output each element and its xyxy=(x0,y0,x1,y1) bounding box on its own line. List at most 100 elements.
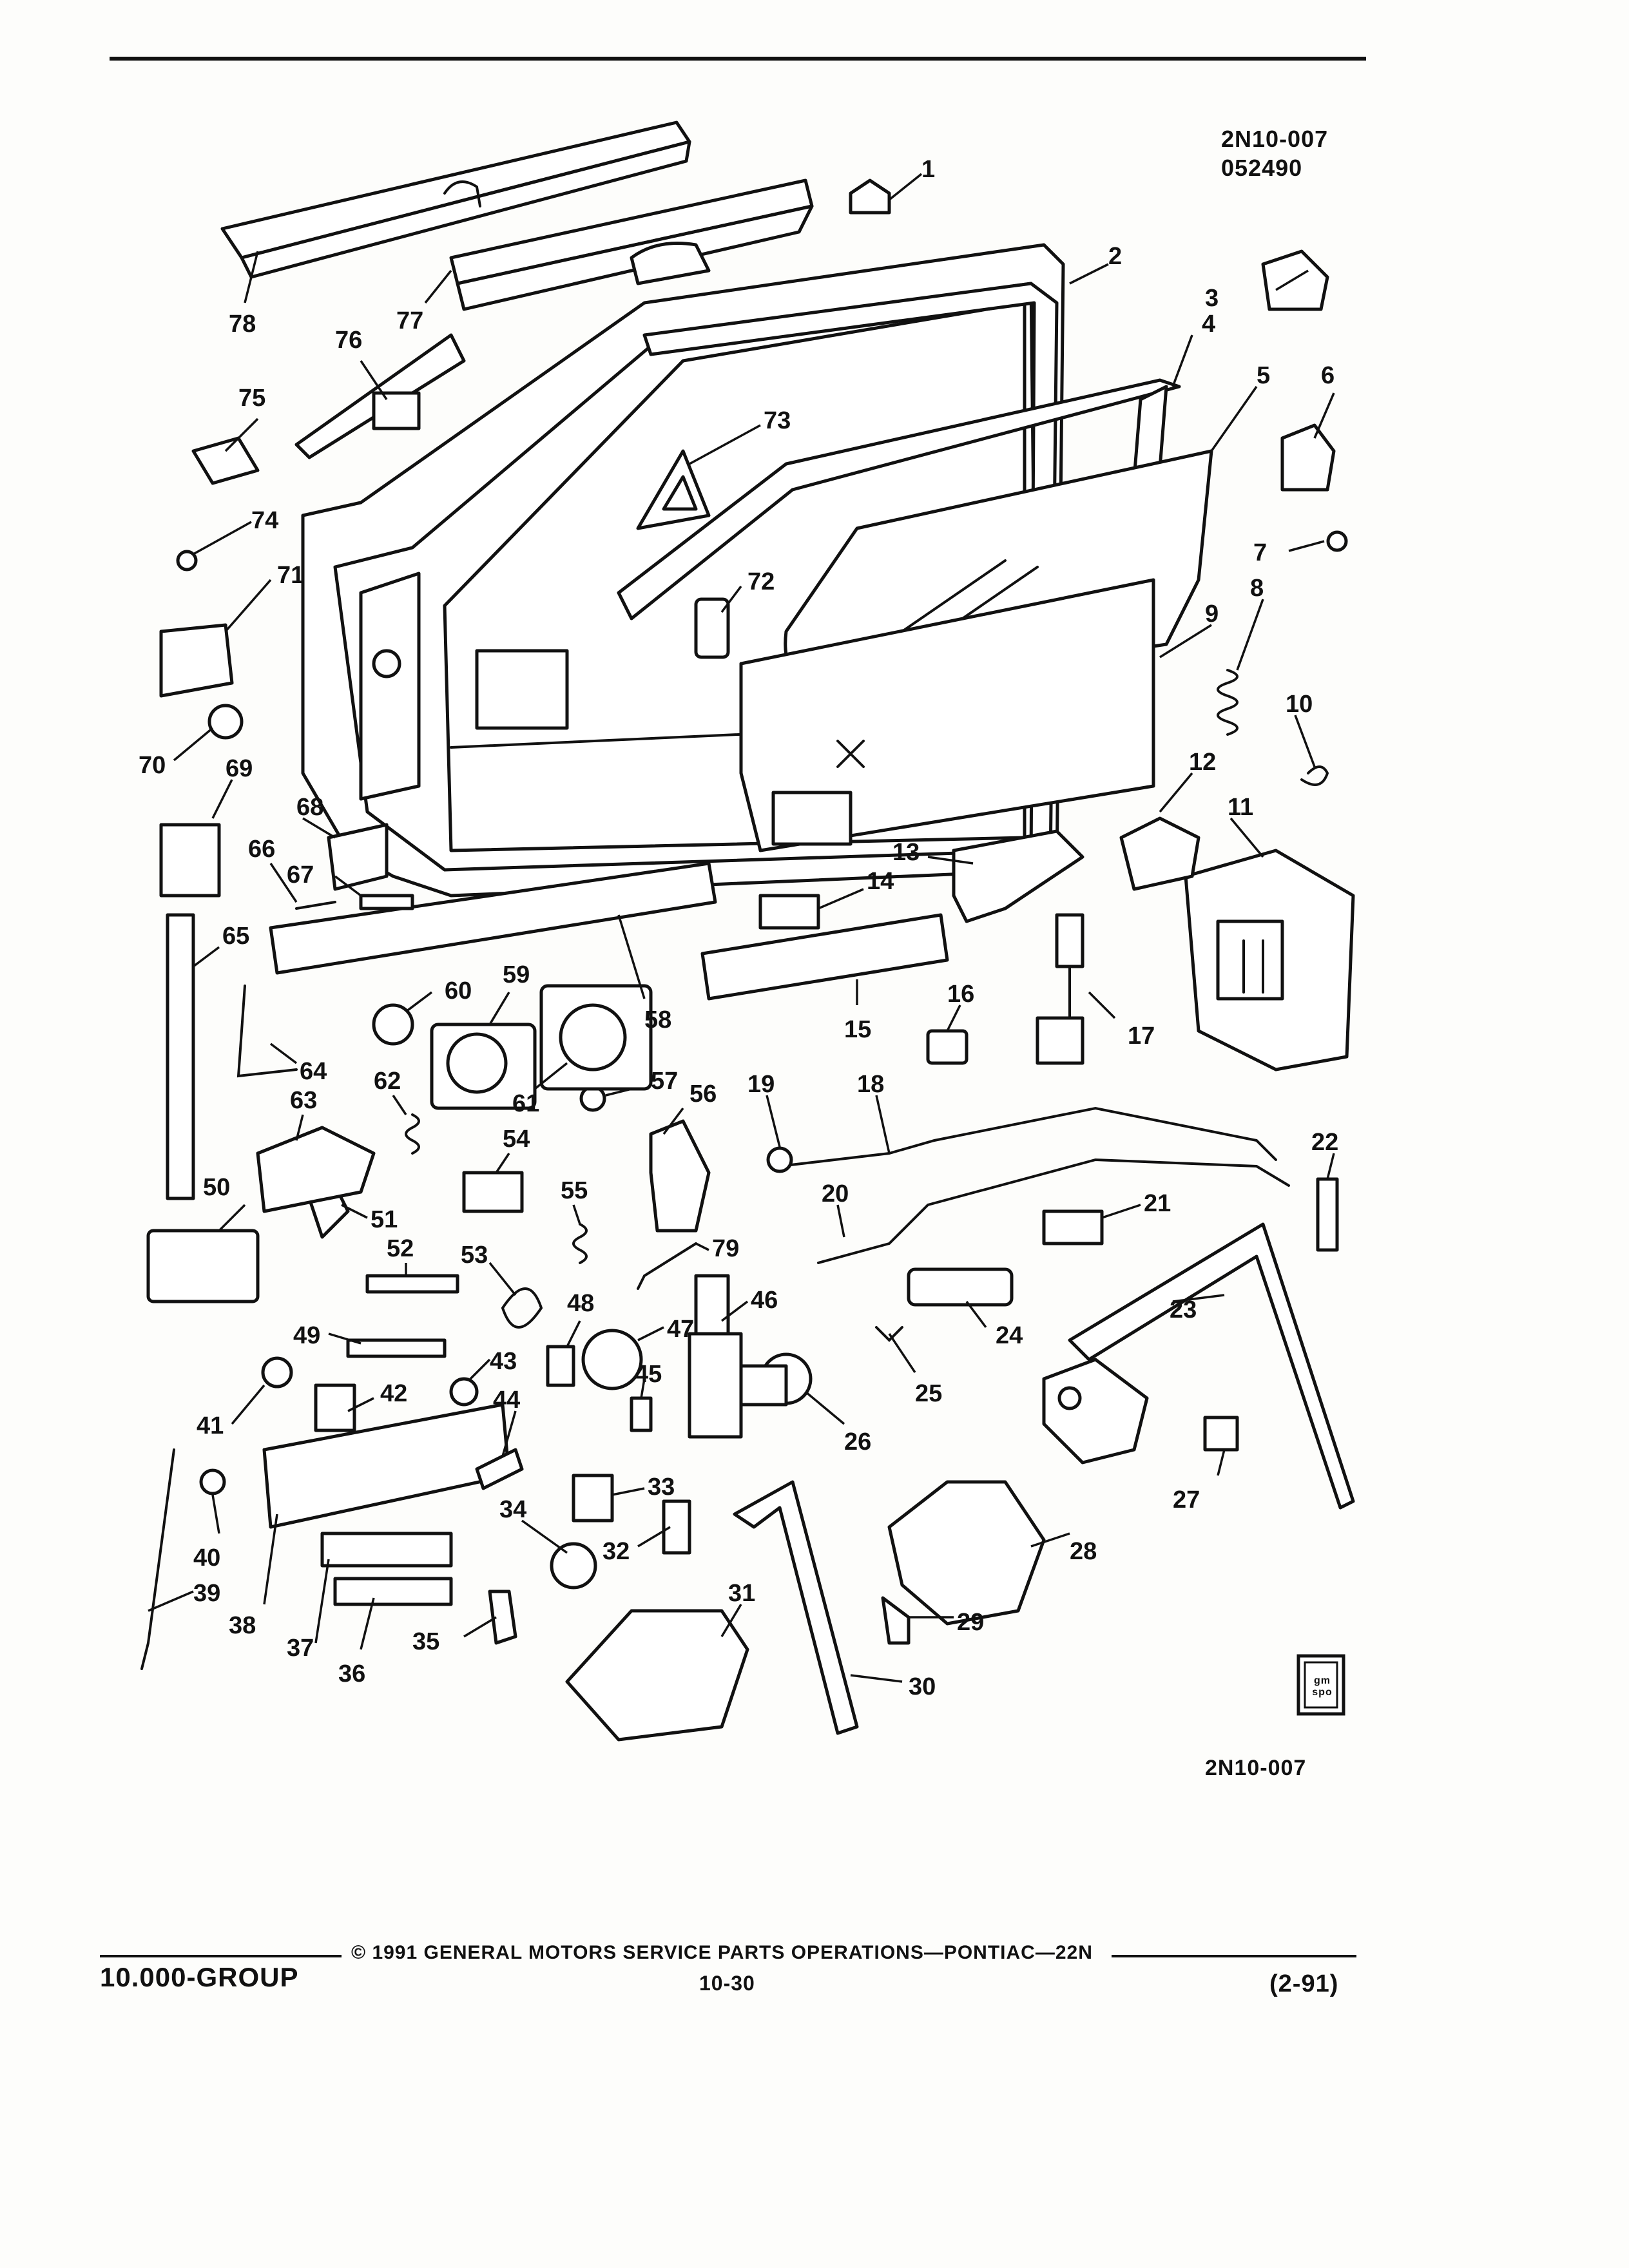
callout-51: 51 xyxy=(371,1206,398,1233)
callout-43: 43 xyxy=(490,1348,517,1375)
callout-41: 41 xyxy=(197,1412,224,1439)
callout-15: 15 xyxy=(844,1016,871,1043)
part-46-actuator xyxy=(688,1274,788,1439)
callout-25: 25 xyxy=(915,1380,942,1407)
part-53-spring xyxy=(501,1287,543,1329)
callout-32: 32 xyxy=(602,1538,630,1565)
footer-group: 10.000-GROUP xyxy=(100,1962,299,1992)
part-50-control-module xyxy=(146,1229,260,1303)
callout-17: 17 xyxy=(1128,1023,1155,1050)
part-24-handle xyxy=(907,1267,1014,1307)
callout-48: 48 xyxy=(567,1290,594,1317)
callout-31: 31 xyxy=(728,1580,755,1607)
part-31-motor-gear xyxy=(565,1609,749,1742)
part-14-guide xyxy=(758,894,820,930)
part-52-screw xyxy=(365,1274,459,1294)
part-56-lever xyxy=(649,1119,711,1233)
callout-8: 8 xyxy=(1250,575,1264,602)
part-64-rod xyxy=(236,985,298,1078)
callout-20: 20 xyxy=(822,1180,849,1207)
callout-28: 28 xyxy=(1070,1538,1097,1565)
part-11-lock xyxy=(1184,849,1355,1072)
part-74-bolt xyxy=(176,550,198,572)
part-15-rail xyxy=(700,913,949,1001)
callout-69: 69 xyxy=(226,755,253,782)
callout-42: 42 xyxy=(380,1380,407,1407)
callout-44: 44 xyxy=(493,1387,520,1414)
part-27-block xyxy=(1203,1416,1239,1452)
callout-59: 59 xyxy=(503,961,530,988)
callout-36: 36 xyxy=(338,1660,365,1687)
part-18-rod xyxy=(778,1106,1277,1168)
part-78-upper-channel xyxy=(220,120,691,279)
callout-35: 35 xyxy=(412,1628,439,1655)
callout-39: 39 xyxy=(193,1580,220,1607)
callout-52: 52 xyxy=(387,1235,414,1262)
part-13-bracket xyxy=(952,829,1084,923)
part-3-bracket xyxy=(1261,249,1329,311)
callout-3: 3 xyxy=(1205,285,1219,312)
footer-rule-left xyxy=(100,1955,342,1957)
part-28-motor xyxy=(887,1480,1046,1626)
figure-code-top: 2N10-007 xyxy=(1221,126,1329,152)
callout-65: 65 xyxy=(222,923,249,950)
callout-78: 78 xyxy=(229,311,256,338)
part-71-hinge xyxy=(159,623,234,698)
part-55-spring xyxy=(572,1223,588,1264)
callout-60: 60 xyxy=(445,977,472,1004)
part-62-spring xyxy=(405,1113,420,1155)
callout-27: 27 xyxy=(1173,1486,1200,1514)
part-43-grommet xyxy=(449,1377,479,1407)
logo-text: gm spo xyxy=(1312,1675,1333,1698)
part-7-bolt xyxy=(1326,530,1348,552)
part-35-clip xyxy=(488,1590,517,1645)
callout-64: 64 xyxy=(300,1058,327,1085)
footer-page-number: 10-30 xyxy=(699,1972,755,1995)
part-58-molding xyxy=(269,861,717,975)
part-19-clip xyxy=(766,1146,793,1173)
callout-71: 71 xyxy=(277,562,304,589)
part-45-spring xyxy=(630,1396,653,1432)
callout-40: 40 xyxy=(193,1544,220,1571)
callout-24: 24 xyxy=(996,1322,1023,1349)
callout-61: 61 xyxy=(512,1090,539,1117)
callout-34: 34 xyxy=(499,1496,526,1523)
callout-77: 77 xyxy=(396,307,423,334)
callout-9: 9 xyxy=(1205,601,1219,628)
part-12-bellcrank xyxy=(1119,816,1200,891)
callout-63: 63 xyxy=(290,1087,317,1114)
callout-45: 45 xyxy=(635,1361,662,1388)
part-9-inner-panel xyxy=(739,578,1155,852)
callout-30: 30 xyxy=(909,1673,936,1700)
callout-49: 49 xyxy=(293,1322,320,1349)
callout-62: 62 xyxy=(374,1068,401,1095)
callout-7: 7 xyxy=(1253,539,1267,566)
callout-54: 54 xyxy=(503,1126,530,1153)
callout-1: 1 xyxy=(921,156,935,183)
part-73-vent xyxy=(636,449,711,530)
callout-13: 13 xyxy=(892,839,920,866)
callout-55: 55 xyxy=(561,1177,588,1204)
callout-72: 72 xyxy=(747,568,775,595)
part-10-clip xyxy=(1300,765,1329,786)
top-rule xyxy=(110,57,1366,61)
callout-16: 16 xyxy=(947,981,974,1008)
part-20-rod xyxy=(817,1158,1290,1264)
callout-73: 73 xyxy=(764,407,791,434)
part-34-gear xyxy=(550,1542,597,1590)
part-33-clip xyxy=(572,1474,614,1523)
callout-11: 11 xyxy=(1228,794,1253,821)
part-76-mirror-patch xyxy=(294,333,466,459)
part-69-hinge xyxy=(159,823,221,898)
callout-66: 66 xyxy=(248,836,275,863)
part-61-speaker xyxy=(539,984,653,1091)
callout-58: 58 xyxy=(644,1006,671,1033)
footer-copyright: © 1991 GENERAL MOTORS SERVICE PARTS OPER… xyxy=(351,1942,1093,1963)
part-47-ring xyxy=(581,1329,643,1390)
part-63-bracket xyxy=(256,1126,376,1213)
part-22-pad xyxy=(1316,1177,1339,1252)
callout-5: 5 xyxy=(1257,362,1270,389)
part-39-rod xyxy=(140,1448,175,1670)
